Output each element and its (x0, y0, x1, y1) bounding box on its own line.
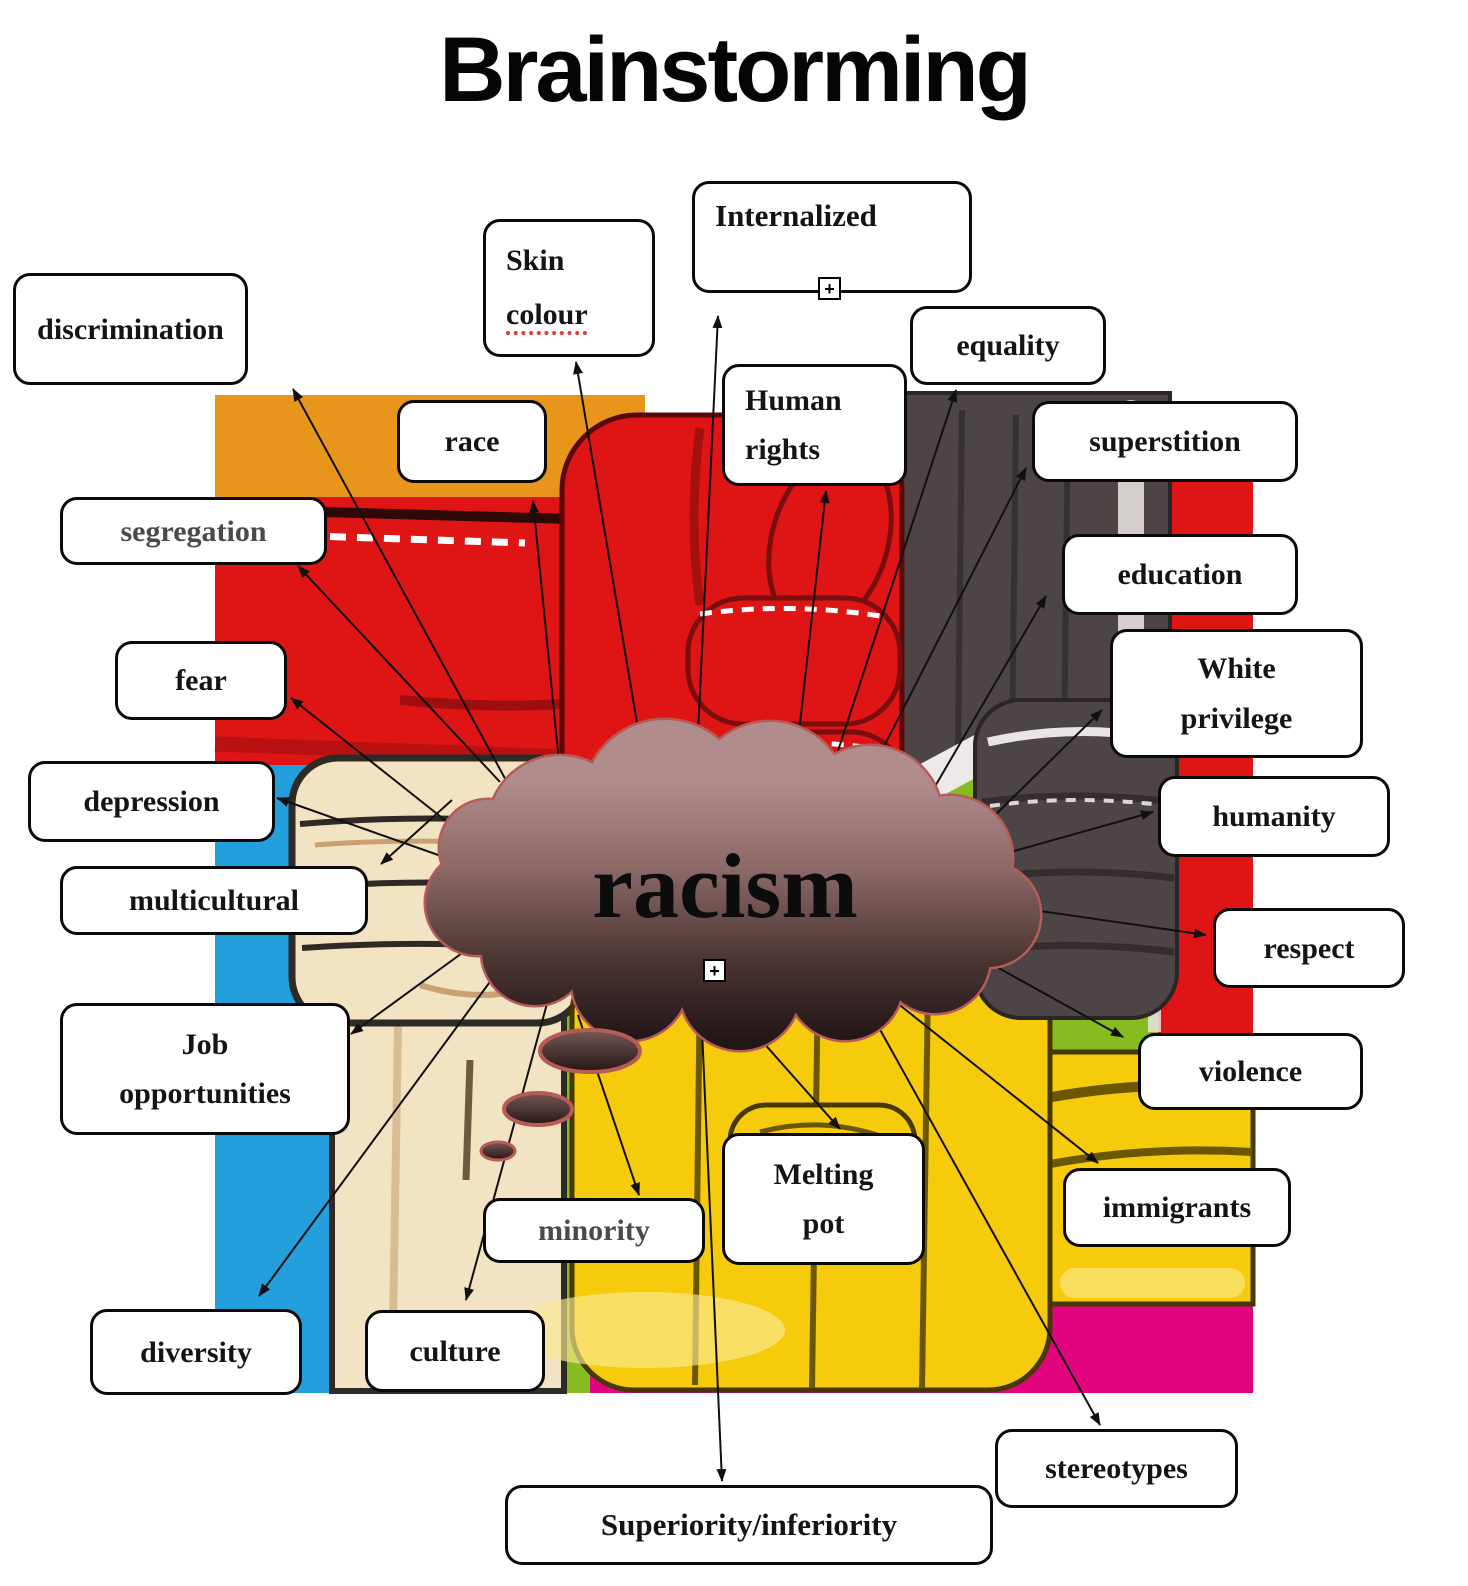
thought-cloud[interactable] (423, 717, 1043, 1162)
node-label: humanity (1212, 800, 1336, 833)
node-segregation[interactable]: segregation (60, 497, 327, 565)
node-immigrants[interactable]: immigrants (1063, 1168, 1291, 1247)
node-label-line1: Melting (773, 1157, 874, 1191)
node-label-line2: privilege (1180, 701, 1293, 735)
arrow-stereotypes (867, 1007, 1101, 1426)
arrow-immigrants (861, 974, 1099, 1164)
node-label: depression (83, 785, 220, 818)
node-equality[interactable]: equality (910, 306, 1106, 385)
node-label: segregation (120, 514, 267, 548)
central-topic-label[interactable]: racism (592, 835, 858, 937)
node-label: respect (1263, 931, 1355, 965)
node-fear[interactable]: fear (115, 641, 287, 720)
arrow-segregation (297, 565, 501, 783)
node-melting-pot[interactable]: Melting pot (722, 1133, 925, 1265)
node-label: education (1117, 558, 1243, 591)
node-job-opportunities[interactable]: Job opportunities (60, 1003, 350, 1135)
node-label: superstition (1089, 425, 1241, 458)
arrow-skin-colour (573, 361, 649, 789)
node-label-line1: Skin (506, 244, 565, 277)
node-label: fear (175, 664, 227, 697)
node-respect[interactable]: respect (1213, 908, 1405, 988)
page-title: Brainstorming (439, 19, 1032, 121)
node-diversity[interactable]: diversity (90, 1309, 302, 1395)
node-label-line2: rights (745, 433, 820, 466)
arrow-superiority (701, 1029, 727, 1482)
node-label-line1: Job (181, 1027, 229, 1061)
node-label-line2: opportunities (119, 1077, 291, 1110)
node-culture[interactable]: culture (365, 1310, 545, 1392)
node-label: stereotypes (1045, 1452, 1188, 1485)
node-label: violence (1198, 1055, 1303, 1088)
node-label-line2: colour (506, 298, 588, 331)
arrow-humanity (999, 810, 1154, 856)
node-label: equality (956, 329, 1060, 362)
node-label: culture (409, 1334, 501, 1368)
node-superiority-inferiority[interactable]: Superiority/inferiority (505, 1485, 993, 1565)
node-humanity[interactable]: humanity (1158, 776, 1390, 857)
node-label: Superiority/inferiority (600, 1506, 898, 1542)
node-label: minority (538, 1214, 650, 1247)
node-depression[interactable]: depression (28, 761, 275, 842)
arrow-internalized (695, 315, 723, 776)
arrow-discrimination (292, 388, 521, 807)
arrow-equality (834, 389, 958, 761)
node-white-privilege[interactable]: White privilege (1110, 629, 1363, 758)
node-minority[interactable]: minority (483, 1198, 705, 1263)
node-label: multicultural (129, 884, 299, 917)
arrow-superstition (871, 467, 1027, 771)
node-label: diversity (140, 1335, 252, 1369)
node-label: immigrants (1102, 1191, 1252, 1224)
node-label: Internalized (715, 198, 877, 233)
arrow-job-opportunities (350, 939, 481, 1035)
node-violence[interactable]: violence (1138, 1033, 1363, 1110)
arrow-education (929, 595, 1047, 796)
node-stereotypes[interactable]: stereotypes (995, 1429, 1238, 1508)
node-label-line1: Human (745, 383, 842, 417)
arrow-white-privilege (984, 709, 1103, 826)
arrow-lines (258, 315, 1207, 1482)
expand-icon[interactable]: + (818, 277, 841, 300)
arrow-diversity (258, 974, 496, 1297)
node-label-line2: pot (802, 1207, 845, 1240)
arrow-fear (290, 697, 471, 841)
node-label-line1: White (1197, 652, 1276, 685)
node-superstition[interactable]: superstition (1032, 401, 1298, 482)
expand-icon[interactable]: + (703, 959, 726, 982)
arrow-depression (276, 797, 459, 863)
arrow-human-rights (794, 490, 830, 769)
node-education[interactable]: education (1062, 534, 1298, 615)
arrow-race (529, 500, 563, 793)
arrow-multicultural (380, 799, 453, 865)
thought-bubble-trail (479, 1028, 642, 1162)
node-internalized[interactable]: Internalized (692, 181, 972, 293)
node-human-rights[interactable]: Human rights (722, 364, 907, 486)
node-discrimination[interactable]: discrimination (13, 273, 248, 385)
node-race[interactable]: race (397, 400, 547, 483)
node-multicultural[interactable]: multicultural (60, 866, 368, 935)
node-label: discrimination (37, 312, 224, 346)
node-label: race (444, 425, 500, 458)
node-skin-colour[interactable]: Skin colour (483, 219, 655, 357)
